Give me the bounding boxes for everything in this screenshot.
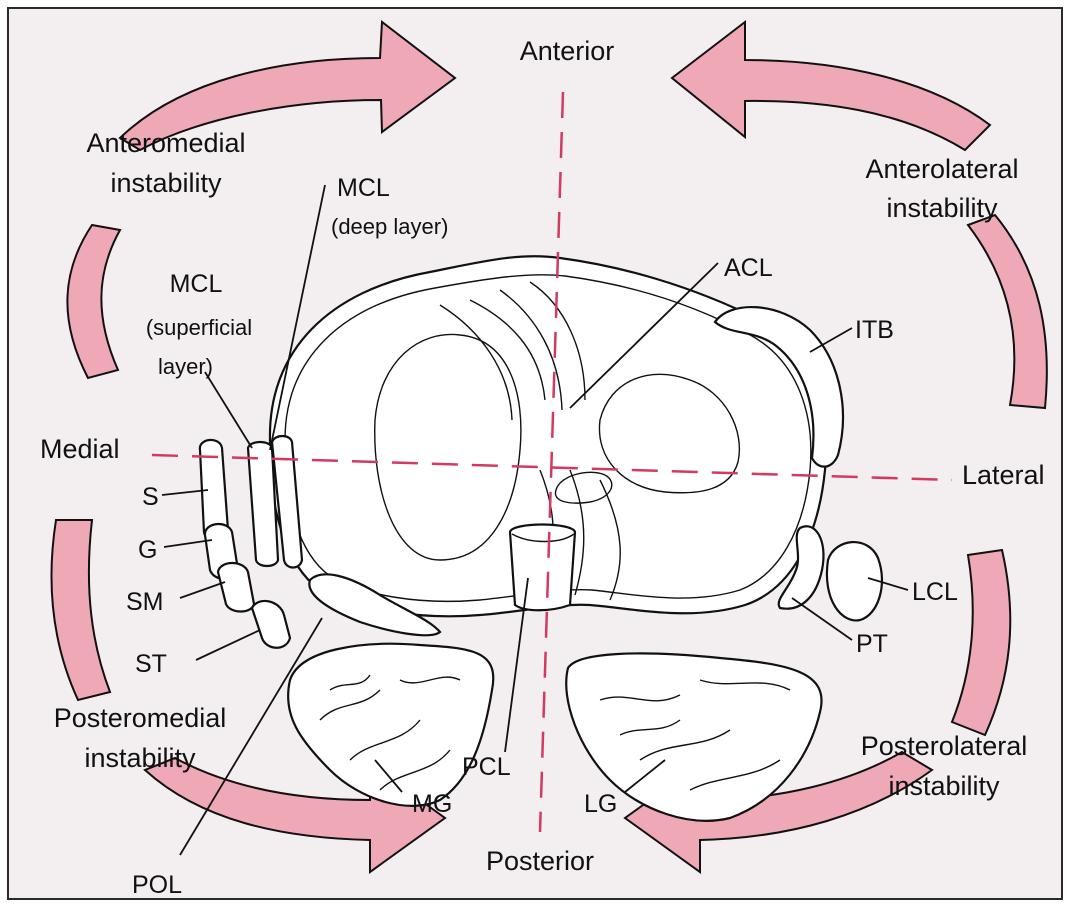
posteromedial-instability-line2: instability bbox=[84, 743, 196, 773]
posteromedial-instability-line1: Posteromedial bbox=[54, 703, 227, 733]
lcl-label: LCL bbox=[912, 578, 958, 606]
pcl-label: PCL bbox=[462, 753, 511, 781]
pol-label: POL bbox=[132, 871, 182, 899]
mcl-superficial-sublabel2: layer) bbox=[158, 354, 213, 379]
anteromedial-instability-line2: instability bbox=[110, 168, 222, 198]
pt-label: PT bbox=[856, 630, 888, 658]
lcl-structure bbox=[827, 542, 882, 620]
direction-label-medial: Medial bbox=[40, 434, 120, 464]
mcl-superficial-label: MCL bbox=[170, 270, 223, 298]
acl-label: ACL bbox=[724, 254, 773, 282]
itb-label: ITB bbox=[855, 316, 894, 344]
direction-label-anterior: Anterior bbox=[520, 36, 615, 66]
direction-label-lateral: Lateral bbox=[962, 460, 1045, 490]
mg-label: MG bbox=[412, 790, 452, 818]
mcl-superficial-sublabel1: (superficial bbox=[146, 315, 252, 340]
s-label: S bbox=[142, 483, 159, 511]
mcl-deep-label: MCL bbox=[337, 174, 390, 202]
st-label: ST bbox=[135, 650, 167, 678]
posterolateral-instability-line2: instability bbox=[888, 771, 1000, 801]
direction-label-posterior: Posterior bbox=[486, 846, 594, 876]
lg-label: LG bbox=[584, 790, 617, 818]
sm-label: SM bbox=[126, 588, 164, 616]
mcl-deep-sublabel: (deep layer) bbox=[331, 214, 448, 239]
anterolateral-instability-line1: Anterolateral bbox=[865, 154, 1018, 184]
anteromedial-instability-line1: Anteromedial bbox=[86, 128, 245, 158]
g-label: G bbox=[138, 536, 157, 564]
posterolateral-instability-line1: Posterolateral bbox=[861, 731, 1028, 761]
anterolateral-instability-line2: instability bbox=[886, 193, 998, 223]
